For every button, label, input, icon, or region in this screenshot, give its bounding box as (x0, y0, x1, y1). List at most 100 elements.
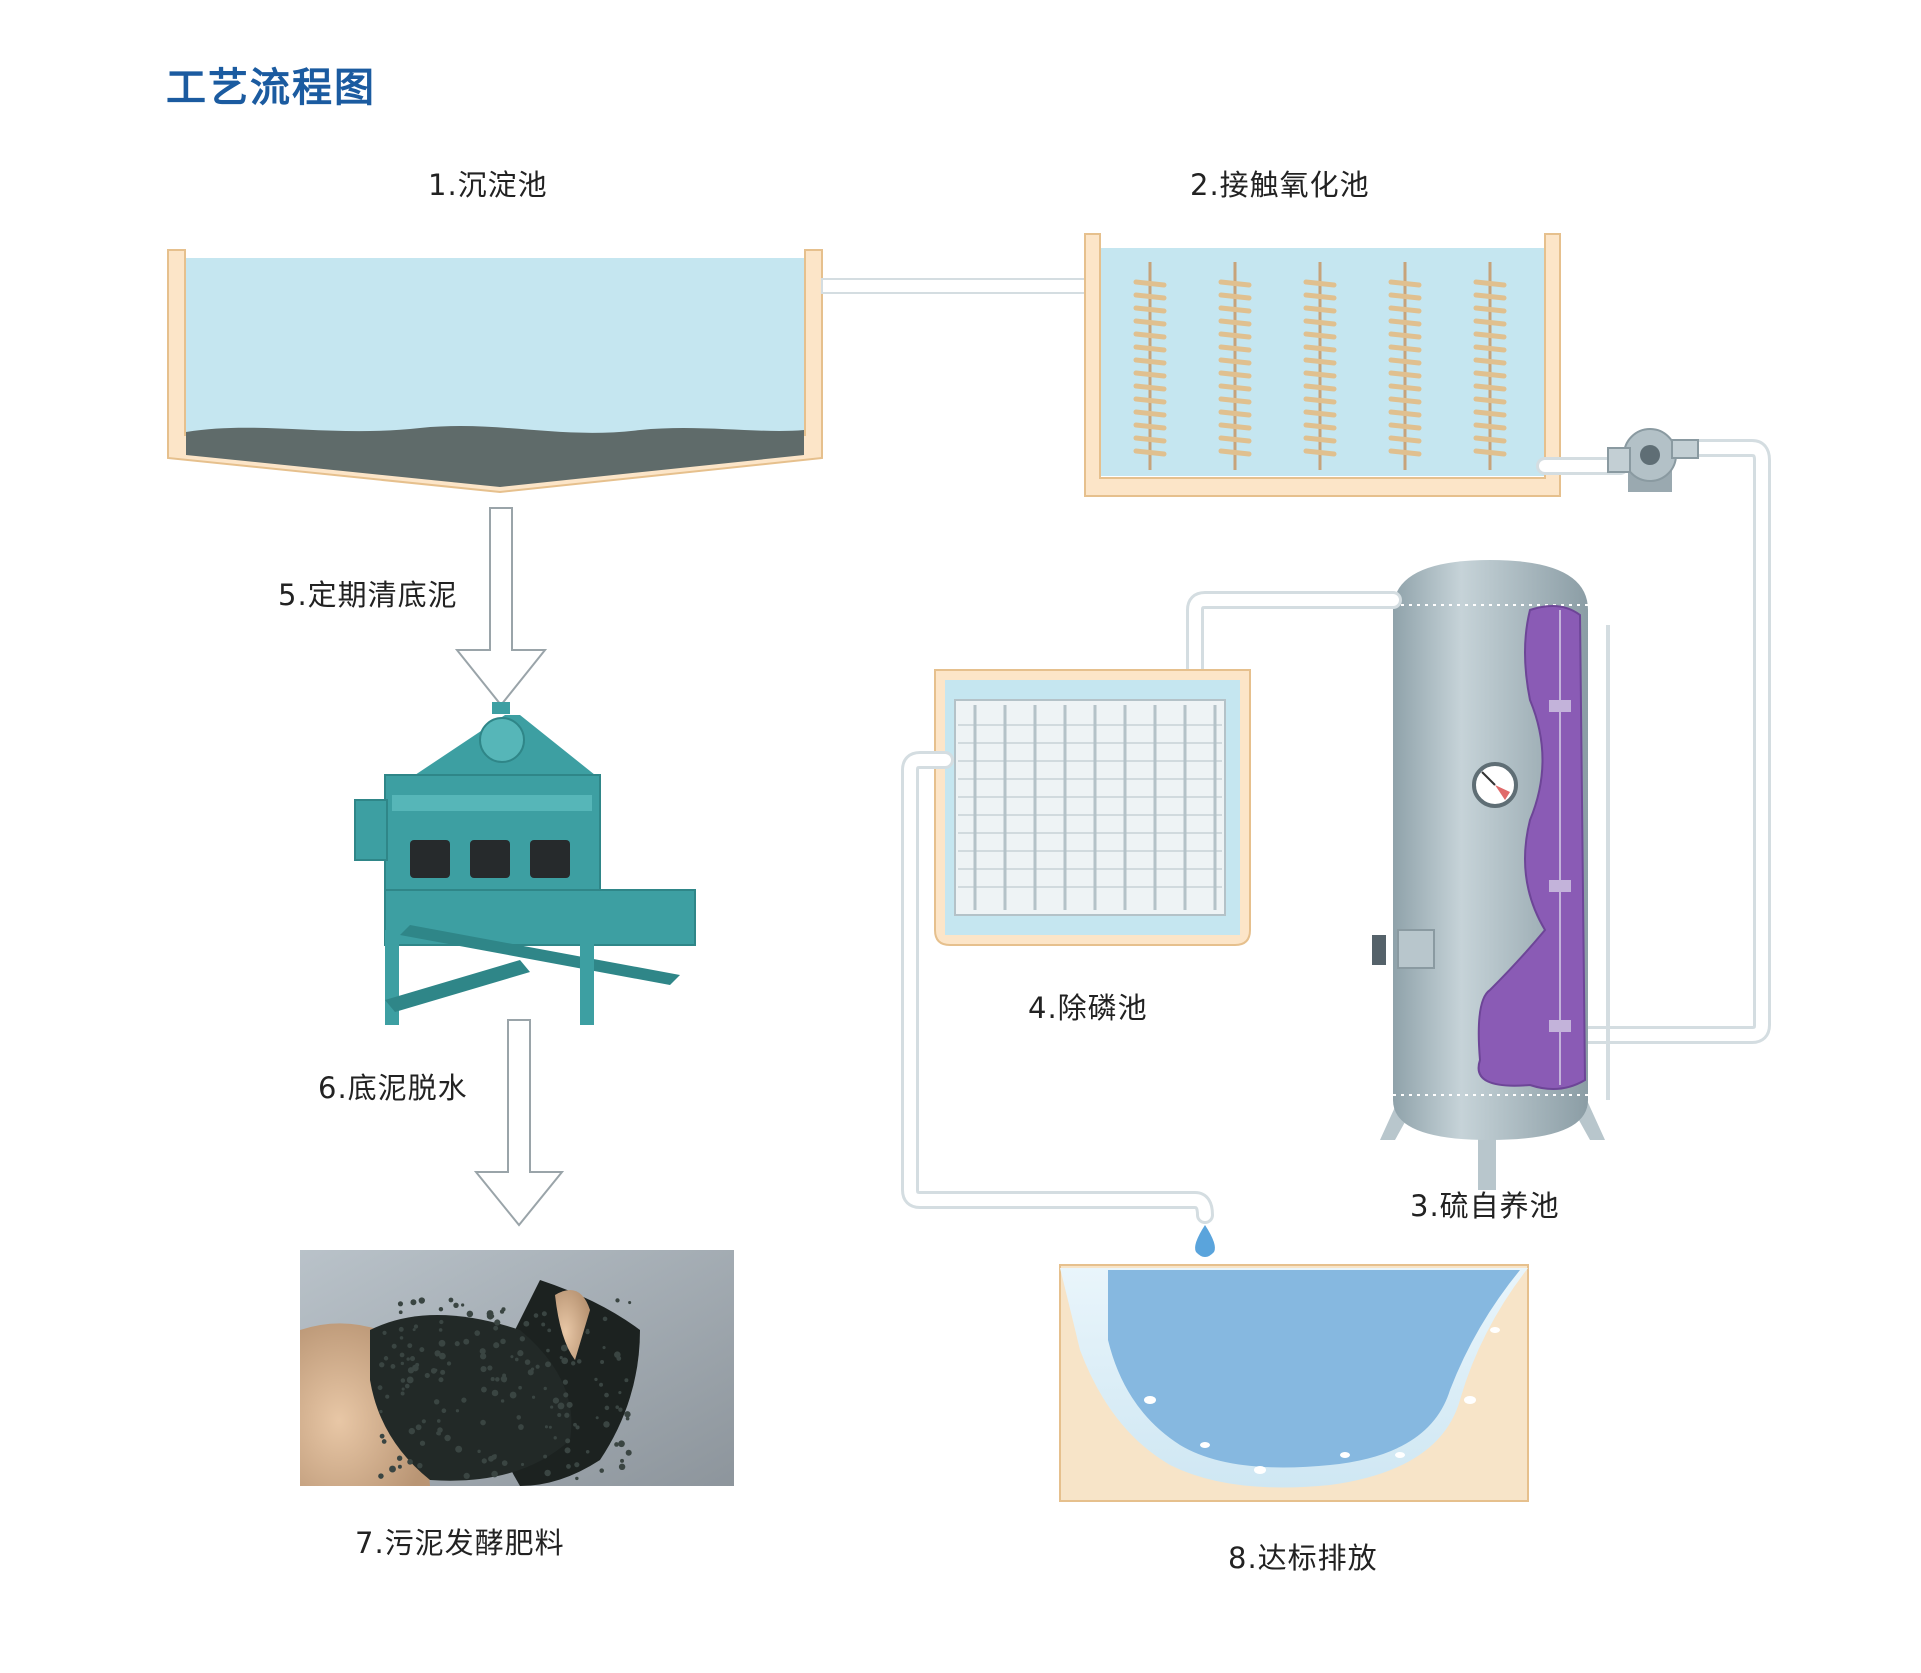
compost-granule (533, 1313, 539, 1318)
carrier-tick (1303, 331, 1337, 340)
carrier-tick (1133, 279, 1167, 288)
carrier-tick (1388, 292, 1422, 301)
compost-granule (531, 1395, 536, 1399)
carrier-tick (1303, 318, 1337, 327)
contact-oxidation-tank (1084, 233, 1561, 497)
compost-granule (398, 1310, 403, 1315)
carrier-tick (1473, 448, 1507, 457)
compost-granule (383, 1356, 389, 1361)
carrier-tick (1388, 344, 1422, 353)
compost-granule (421, 1419, 426, 1424)
compost-granule (566, 1401, 573, 1408)
compost-granule (399, 1336, 404, 1340)
carrier-ticks (1133, 279, 1507, 457)
sedimentation-tank (167, 249, 823, 494)
carrier-tick (1388, 435, 1422, 444)
carrier-tick (1388, 279, 1422, 288)
carrier-tick (1303, 370, 1337, 379)
compost-granule (438, 1306, 444, 1312)
filter-plates (958, 705, 1222, 910)
compost-granule (603, 1421, 610, 1428)
label-periodic-sludge-removal: 5.定期清底泥 (278, 578, 458, 612)
dewatering-machine (354, 702, 696, 1025)
phosphorus-removal-tank (934, 669, 1251, 946)
carrier-tick (1473, 318, 1507, 327)
compost-granule (480, 1353, 487, 1360)
compost-granule (625, 1449, 632, 1456)
label-phosphorus-removal-tank: 4.除磷池 (1028, 991, 1148, 1025)
compost-granule (566, 1464, 571, 1469)
carrier-tick (1388, 383, 1422, 392)
carrier-tick (1133, 396, 1167, 405)
compost-granule (624, 1378, 629, 1383)
compost-granule (407, 1343, 413, 1349)
carrier-tick (1133, 370, 1167, 379)
carrier-tick (1473, 331, 1507, 340)
label-contact-oxidation-tank: 2.接触氧化池 (1190, 168, 1370, 202)
compost-granule (466, 1310, 474, 1318)
carrier-tick (1133, 383, 1167, 392)
carrier-tick (1133, 318, 1167, 327)
compost-granule (438, 1328, 443, 1332)
compost-granule (382, 1330, 387, 1335)
arrow-sedimentation-to-dewatering (454, 507, 548, 707)
carrier-tick (1473, 370, 1507, 379)
carrier-tick (1218, 357, 1252, 366)
compost-granule (557, 1402, 565, 1410)
carrier-tick (1303, 305, 1337, 314)
compost-granule (559, 1356, 563, 1360)
compost-granule (614, 1442, 619, 1447)
carrier-tick (1218, 305, 1252, 314)
compost-granule (390, 1363, 396, 1369)
carrier-tick (1303, 383, 1337, 392)
carrier-tick (1473, 357, 1507, 366)
compost-granule (552, 1397, 560, 1404)
compost-granule (574, 1462, 580, 1468)
compost-granule (481, 1386, 487, 1393)
compost-granule (495, 1377, 500, 1382)
carrier-tick (1388, 331, 1422, 340)
carrier-tick (1133, 292, 1167, 301)
carrier-tick (1388, 305, 1422, 314)
carrier-tick (1133, 344, 1167, 353)
carrier-tick (1473, 279, 1507, 288)
compost-granule (474, 1330, 481, 1336)
compost-granule (585, 1329, 590, 1335)
compost-granule (406, 1357, 410, 1361)
compost-granule (544, 1425, 548, 1429)
compost-granule (620, 1458, 624, 1463)
compost-granule (399, 1352, 405, 1358)
compost-granule (625, 1416, 630, 1421)
compost-granule (401, 1387, 405, 1391)
compost-granule (463, 1338, 470, 1345)
compost-granule (404, 1383, 410, 1389)
compost-granule (615, 1298, 620, 1303)
compost-granule (424, 1372, 430, 1379)
compost-granule (397, 1464, 402, 1469)
label-sulfur-autotrophic-tank: 3.硫自养池 (1410, 1189, 1560, 1223)
carrier-tick (1218, 292, 1252, 301)
compost-granule (463, 1472, 470, 1480)
compost-granule (604, 1392, 609, 1398)
pond-bubbles (1144, 1327, 1500, 1474)
compost-granule (493, 1454, 497, 1458)
compost-granule (628, 1301, 632, 1305)
compost-granule (408, 1427, 416, 1435)
pipe-phosphorus-to-discharge (901, 751, 1214, 1224)
carrier-tick (1133, 409, 1167, 418)
page-title: 工艺流程图 (166, 65, 376, 111)
carrier-tick (1133, 448, 1167, 457)
compost-granule (481, 1458, 487, 1464)
label-sludge-dewatering: 6.底泥脱水 (318, 1071, 468, 1105)
compost-granule (535, 1364, 540, 1369)
compost-granule (575, 1425, 580, 1430)
compost-granule (564, 1447, 571, 1454)
compost-granule (493, 1342, 500, 1349)
carrier-tick (1218, 331, 1252, 340)
compost-granule (595, 1416, 599, 1420)
compost-granule (397, 1301, 404, 1307)
compost-granule (417, 1462, 423, 1469)
compost-granule (379, 1433, 385, 1439)
compost-granule (550, 1405, 554, 1409)
compost-granule (553, 1436, 557, 1440)
